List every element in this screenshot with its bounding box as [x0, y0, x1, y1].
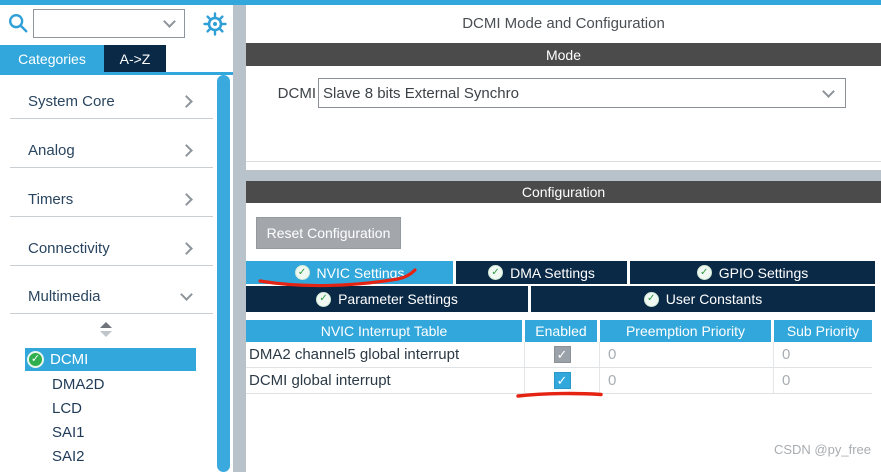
- sidebar-item-label: System Core: [28, 92, 115, 110]
- divider: [10, 265, 213, 266]
- sidebar-item-label: Connectivity: [28, 239, 110, 257]
- nvic-interrupt-table: NVIC Interrupt Table Enabled Preemption …: [246, 320, 872, 394]
- check-circle-icon: [316, 291, 332, 307]
- sidebar-item-label: Multimedia: [28, 287, 101, 305]
- sidebar-item-label: Timers: [28, 190, 74, 208]
- reset-configuration-button[interactable]: Reset Configuration: [256, 217, 401, 249]
- preemption-priority-cell[interactable]: 0: [600, 342, 774, 367]
- dcmi-mode-row: DCMI Slave 8 bits External Synchro: [246, 78, 881, 108]
- sidebar-item-connectivity[interactable]: Connectivity: [0, 232, 213, 264]
- table-header-row: NVIC Interrupt Table Enabled Preemption …: [246, 320, 872, 342]
- list-item-lcd[interactable]: LCD: [25, 396, 196, 420]
- list-item-dcmi[interactable]: DCMI: [25, 348, 196, 371]
- list-item-sai1[interactable]: SAI1: [25, 420, 196, 444]
- tab-label: GPIO Settings: [718, 264, 809, 281]
- divider: [10, 216, 213, 217]
- chevron-down-icon[interactable]: [163, 15, 176, 28]
- sidebar-scrollbar[interactable]: [217, 75, 230, 472]
- peripheral-sidebar: Categories A->Z System Core Analog Timer…: [0, 5, 233, 472]
- preemption-priority-cell[interactable]: 0: [600, 368, 774, 393]
- column-header-sub-priority: Sub Priority: [774, 320, 872, 342]
- list-item-dma2d[interactable]: DMA2D: [25, 372, 196, 396]
- triangle-up-icon: [100, 322, 112, 328]
- search-input[interactable]: [34, 10, 165, 37]
- list-item-label: SAI2: [52, 447, 85, 465]
- dcmi-mode-value: Slave 8 bits External Synchro: [323, 84, 519, 102]
- list-item-sai2[interactable]: SAI2: [25, 444, 196, 468]
- page-title: DCMI Mode and Configuration: [462, 15, 665, 32]
- chevron-right-icon: [180, 192, 193, 206]
- tab-label: NVIC Settings: [316, 264, 405, 281]
- list-item-label: LCD: [52, 399, 83, 417]
- divider: [246, 161, 881, 162]
- tab-user-constants[interactable]: User Constants: [531, 286, 875, 312]
- interrupt-name: DCMI global interrupt: [246, 368, 525, 393]
- check-circle-icon: [643, 291, 659, 307]
- list-resize-handle[interactable]: [100, 322, 113, 338]
- sidebar-tab-bar: Categories A->Z: [0, 45, 233, 73]
- check-circle-icon: [294, 265, 310, 280]
- sidebar-item-label: Analog: [28, 141, 75, 159]
- table-row: DCMI global interrupt 0 0: [246, 368, 872, 394]
- list-item-label: DMA2D: [52, 375, 105, 393]
- chevron-down-icon: [822, 84, 835, 98]
- sidebar-item-analog[interactable]: Analog: [0, 134, 213, 166]
- table-row: DMA2 channel5 global interrupt 0 0: [246, 342, 872, 368]
- tab-gpio-settings[interactable]: GPIO Settings: [630, 261, 875, 284]
- configuration-section-header: Configuration: [246, 181, 881, 203]
- sidebar-item-multimedia[interactable]: Multimedia: [0, 280, 213, 312]
- tab-categories[interactable]: Categories: [0, 45, 104, 73]
- section-splitter[interactable]: [246, 170, 881, 181]
- column-header-preemption-priority: Preemption Priority: [600, 320, 771, 342]
- mode-section-header: Mode: [246, 43, 881, 66]
- dcmi-mode-label: DCMI: [277, 84, 316, 102]
- sub-priority-cell[interactable]: 0: [782, 372, 791, 389]
- chevron-down-icon: [180, 287, 193, 301]
- watermark: CSDN @py_free: [773, 442, 871, 457]
- interrupt-name: DMA2 channel5 global interrupt: [246, 342, 525, 367]
- enabled-cell: [525, 342, 600, 367]
- tab-label: Parameter Settings: [338, 291, 458, 307]
- panel-divider: [233, 5, 246, 472]
- chevron-right-icon: [180, 143, 193, 157]
- triangle-down-icon: [100, 331, 112, 337]
- check-circle-icon: [27, 351, 44, 368]
- tab-label: User Constants: [665, 291, 763, 307]
- divider: [10, 313, 213, 314]
- column-header-nvic-interrupt-table: NVIC Interrupt Table: [246, 320, 522, 342]
- tab-a-to-z[interactable]: A->Z: [104, 45, 166, 73]
- gear-icon[interactable]: [203, 12, 227, 36]
- divider: [10, 167, 213, 168]
- sidebar-item-timers[interactable]: Timers: [0, 183, 213, 215]
- tab-parameter-settings[interactable]: Parameter Settings: [246, 286, 528, 312]
- tab-label: DMA Settings: [510, 264, 595, 281]
- check-circle-icon: [696, 265, 712, 280]
- tab-nvic-settings[interactable]: NVIC Settings: [246, 261, 453, 284]
- top-accent-strip: [0, 0, 881, 5]
- list-item-label: DCMI: [50, 351, 89, 368]
- checkbox-checked-disabled[interactable]: [553, 346, 571, 363]
- search-combobox[interactable]: [33, 9, 185, 38]
- enabled-cell: [525, 368, 600, 393]
- mode-configuration-panel: DCMI Mode and Configuration Mode DCMI Sl…: [246, 5, 881, 472]
- sub-priority-cell[interactable]: 0: [782, 346, 791, 363]
- column-header-enabled: Enabled: [525, 320, 597, 342]
- divider: [10, 118, 213, 119]
- list-item-label: SAI1: [52, 423, 85, 441]
- dcmi-mode-select[interactable]: Slave 8 bits External Synchro: [318, 78, 846, 108]
- tab-dma-settings[interactable]: DMA Settings: [456, 261, 627, 284]
- sidebar-item-system-core[interactable]: System Core: [0, 85, 213, 117]
- sidebar-tab-underline: [0, 72, 233, 75]
- chevron-right-icon: [180, 94, 193, 108]
- check-circle-icon: [488, 265, 504, 280]
- search-icon: [9, 14, 28, 33]
- checkbox-checked[interactable]: [553, 372, 571, 389]
- chevron-right-icon: [180, 241, 193, 255]
